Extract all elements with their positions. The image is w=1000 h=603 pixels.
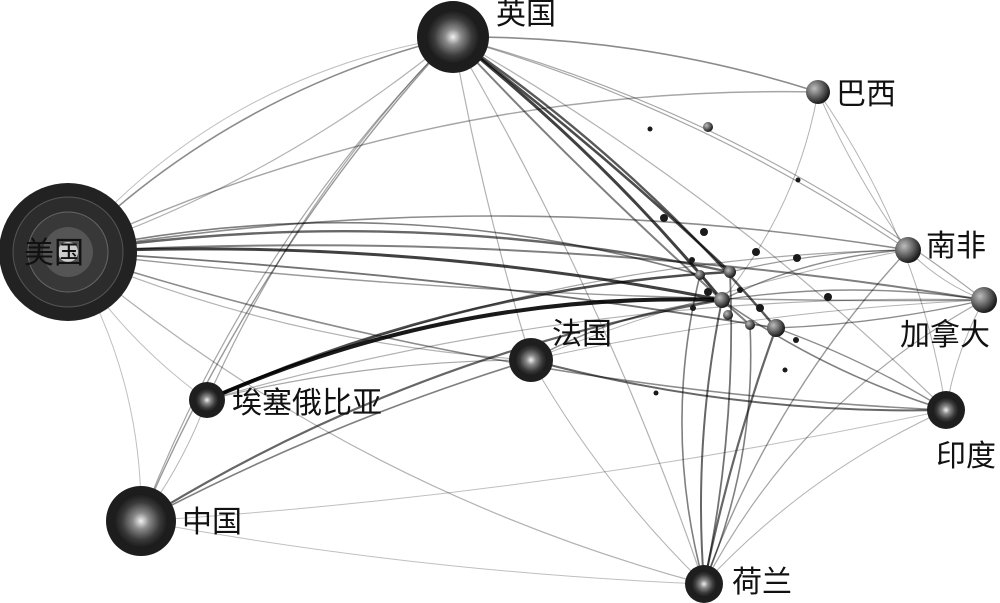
- minor-node: [723, 310, 733, 320]
- edge: [452, 36, 947, 411]
- edge: [452, 36, 909, 251]
- edge-layer: [67, 35, 985, 585]
- edge: [452, 36, 532, 361]
- node-south-africa: 南非: [895, 229, 986, 264]
- node-china: 中国: [106, 486, 242, 556]
- edge: [700, 299, 723, 585]
- edge: [775, 299, 985, 329]
- minor-node: [793, 337, 799, 343]
- node-label: 中国: [182, 505, 242, 540]
- minor-node: [690, 305, 696, 311]
- edge: [703, 249, 909, 585]
- minor-node: [782, 367, 788, 373]
- minor-node: [695, 270, 705, 280]
- minor-node: [756, 304, 764, 312]
- edge: [67, 247, 723, 302]
- edge: [206, 249, 909, 401]
- node-brazil: 巴西: [806, 77, 896, 112]
- node-usa: 美国: [0, 183, 137, 321]
- minor-node: [704, 288, 712, 296]
- edge: [67, 90, 819, 253]
- minor-node: [653, 390, 659, 396]
- edge: [721, 249, 909, 301]
- edge: [140, 409, 947, 522]
- minor-node: [824, 293, 832, 301]
- edge: [67, 251, 947, 411]
- minor-node: [752, 248, 760, 256]
- node-netherlands: 荷兰: [685, 565, 792, 603]
- node-canada: 加拿大: [900, 287, 997, 353]
- edge: [729, 249, 909, 273]
- node-label: 巴西: [836, 77, 896, 112]
- edge: [530, 359, 705, 585]
- node-label: 荷兰: [732, 565, 792, 600]
- edge: [452, 35, 724, 301]
- node-label: 南非: [926, 229, 986, 264]
- node-label: 加拿大: [900, 318, 990, 353]
- edge: [721, 289, 985, 301]
- edge: [775, 327, 947, 411]
- node-label: 美国: [24, 236, 84, 271]
- edge: [140, 36, 454, 522]
- edge: [721, 299, 947, 411]
- edge: [702, 327, 778, 585]
- edge: [206, 359, 532, 401]
- minor-node-layer: [647, 122, 832, 396]
- edge: [530, 299, 723, 361]
- edge: [67, 251, 777, 329]
- edge: [452, 36, 751, 326]
- node-label: 埃塞俄比亚: [232, 386, 382, 421]
- edge: [721, 91, 819, 301]
- edge: [67, 229, 731, 274]
- edge: [206, 270, 731, 402]
- edge: [703, 324, 752, 585]
- edge: [140, 520, 705, 585]
- node-uk: 英国: [417, 0, 556, 73]
- edge: [206, 36, 454, 401]
- minor-node: [647, 126, 653, 132]
- edge: [530, 359, 947, 412]
- edge: [681, 274, 705, 585]
- edge: [530, 299, 985, 361]
- minor-node: [795, 177, 801, 183]
- edge: [703, 299, 985, 585]
- edge: [67, 221, 701, 276]
- edge: [140, 298, 723, 522]
- node-label: 法国: [552, 317, 612, 352]
- minor-node: [714, 292, 730, 308]
- edge: [67, 251, 705, 585]
- edge: [452, 36, 819, 93]
- minor-node: [700, 228, 708, 236]
- minor-node: [737, 287, 743, 293]
- node-label: 英国: [496, 0, 556, 32]
- minor-node: [793, 254, 801, 262]
- minor-node: [724, 266, 736, 278]
- edge: [452, 36, 777, 329]
- edge: [703, 409, 947, 585]
- minor-node: [767, 319, 785, 337]
- edge: [817, 91, 909, 251]
- minor-node: [703, 122, 713, 132]
- edge: [140, 359, 532, 522]
- node-ethiopia: 埃塞俄比亚: [189, 382, 382, 421]
- node-india: 印度: [927, 391, 996, 474]
- node-label: 印度: [936, 439, 996, 474]
- edge: [206, 298, 985, 401]
- edge: [140, 36, 454, 522]
- node-france: 法国: [509, 317, 612, 382]
- edge: [67, 244, 985, 301]
- minor-node: [745, 320, 755, 330]
- edge: [67, 215, 909, 253]
- minor-node: [689, 257, 695, 263]
- minor-node: [660, 214, 668, 222]
